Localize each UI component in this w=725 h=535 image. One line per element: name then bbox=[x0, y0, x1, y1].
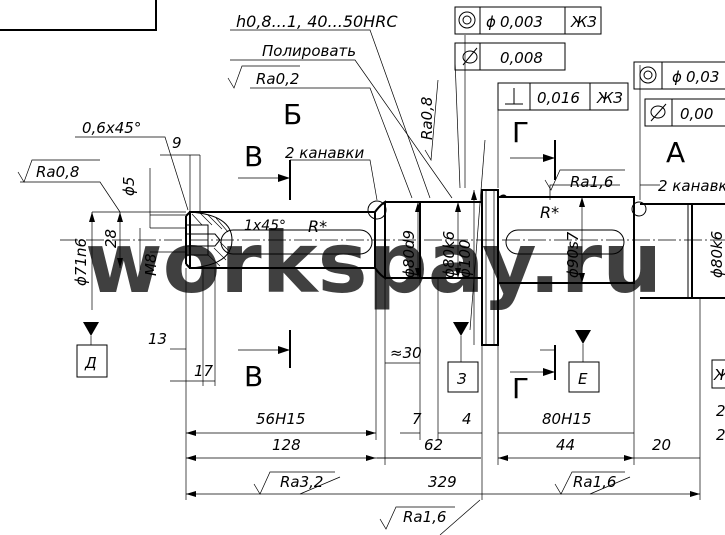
dim-m8: M8 bbox=[142, 254, 160, 277]
section-label-b: Б bbox=[283, 98, 302, 131]
dimension-lines bbox=[91, 154, 701, 500]
roughness-ra08-top: Ra0,8 bbox=[418, 97, 436, 140]
dim-56h15: 56H15 bbox=[256, 410, 305, 428]
keyway-right bbox=[505, 229, 625, 255]
grooves-note-right: 2 канавки bbox=[658, 177, 725, 195]
diameter-71n6: ϕ71n6 bbox=[72, 238, 90, 286]
tol-cyl-value-1: 0,008 bbox=[500, 49, 543, 67]
section-label-v-bottom: В bbox=[244, 360, 263, 393]
dim-62: 62 bbox=[424, 436, 443, 454]
surface-treatment-note: h0,8...1, 40...50HRC bbox=[236, 12, 398, 31]
datum-box-zh: Ж bbox=[713, 366, 725, 384]
arrowheads bbox=[89, 190, 700, 497]
datum-box-e: Е bbox=[578, 370, 588, 388]
tolerance-frames bbox=[454, 6, 725, 127]
roughness-ra02: Ra0,2 bbox=[256, 70, 299, 88]
tol-runout-value-2: 0,03 bbox=[686, 68, 719, 86]
section-label-v-top: В bbox=[244, 140, 263, 173]
tol-runout-prefix-1: ϕ bbox=[486, 13, 496, 31]
diameter-5: ϕ5 bbox=[120, 177, 138, 196]
diameter-100: ϕ100 bbox=[456, 239, 474, 278]
section-label-g-top: Г bbox=[512, 116, 529, 149]
dim-4: 4 bbox=[462, 410, 472, 428]
dim-17: 17 bbox=[194, 362, 214, 380]
chamfer-note-mid: 1х45° bbox=[244, 218, 286, 234]
tol-runout-datum-1: ЖЗ bbox=[570, 13, 597, 31]
roughness-symbols bbox=[17, 65, 625, 530]
dim-approx30: ≈30 bbox=[390, 344, 422, 362]
radius-note-left: R* bbox=[308, 217, 327, 236]
datum-box-z: З bbox=[457, 370, 467, 388]
dim-7: 7 bbox=[412, 410, 422, 428]
datum-box-frames bbox=[76, 336, 725, 393]
shaft-outline bbox=[185, 189, 725, 346]
tol-perp-value: 0,016 bbox=[537, 89, 580, 107]
roughness-ra16-bottom: Ra1,6 bbox=[573, 473, 616, 491]
dim-9: 9 bbox=[172, 134, 182, 152]
roughness-ra16-right: Ra1,6 bbox=[570, 173, 613, 191]
roughness-ra08-left: Ra0,8 bbox=[36, 163, 79, 181]
tol-cyl-value-2: 0,00 bbox=[680, 105, 713, 123]
leader-lines bbox=[20, 29, 660, 535]
section-label-g-bottom: Г bbox=[512, 372, 529, 405]
dim-edge-bottom: 2 bbox=[716, 426, 725, 444]
title-block-frame bbox=[0, 0, 157, 31]
datum-box-d: Д bbox=[84, 354, 97, 372]
dim-edge-top: 2 bbox=[716, 402, 725, 420]
dim-128: 128 bbox=[272, 436, 301, 454]
centre-hole-detail bbox=[185, 211, 233, 269]
diameter-80d9: ϕ80d9 bbox=[400, 230, 418, 278]
radius-note-right: R* bbox=[540, 203, 559, 222]
section-label-a: А bbox=[666, 136, 685, 169]
roughness-ra32-bottom: Ra3,2 bbox=[280, 473, 323, 491]
dim-28: 28 bbox=[102, 229, 120, 248]
tol-runout-prefix-2: ϕ bbox=[672, 68, 682, 86]
watermark: workspay.ru bbox=[85, 214, 662, 312]
dim-13: 13 bbox=[148, 330, 167, 348]
dim-80h15: 80H15 bbox=[542, 410, 591, 428]
diameter-80k6-right: ϕ80k6 bbox=[708, 231, 725, 278]
dim-329: 329 bbox=[428, 473, 457, 491]
roughness-ra16-lowest: Ra1,6 bbox=[403, 508, 446, 526]
datum-triangles bbox=[83, 322, 591, 344]
polish-note: Полировать bbox=[262, 42, 356, 60]
keyway-left bbox=[220, 229, 373, 255]
chamfer-note-top: 0,6х45° bbox=[82, 119, 141, 137]
diameter-90s7: ϕ90s7 bbox=[564, 231, 582, 278]
diameter-80k6-left: ϕ80k6 bbox=[440, 231, 458, 278]
section-cut-marks bbox=[238, 140, 556, 380]
tol-perp-datum: ЖЗ bbox=[596, 89, 623, 107]
dim-20: 20 bbox=[652, 436, 671, 454]
tol-runout-value-1: 0,003 bbox=[500, 13, 543, 31]
dim-44: 44 bbox=[556, 436, 575, 454]
grooves-note-left: 2 канавки bbox=[285, 144, 364, 162]
